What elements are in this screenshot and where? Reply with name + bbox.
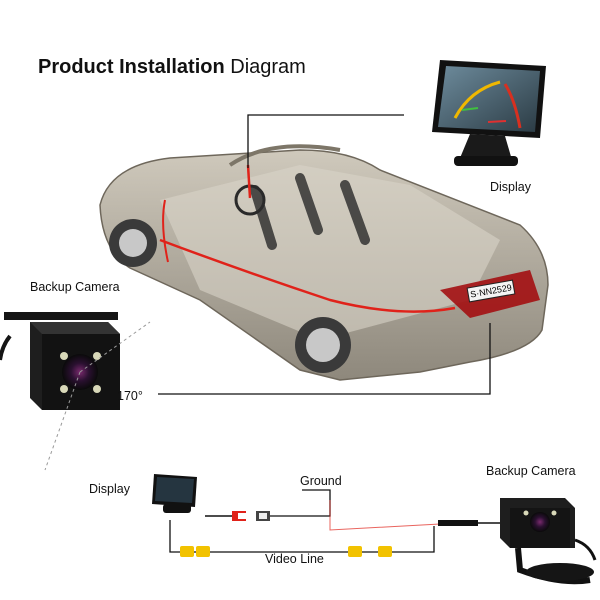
label-display-top: Display <box>490 180 531 194</box>
backup-camera-left <box>0 312 151 471</box>
title-normal: Diagram <box>230 56 306 78</box>
car-cutaway: S·NN2529 <box>99 144 549 381</box>
label-ground: Ground <box>300 474 342 488</box>
backup-camera-bottom <box>500 498 597 585</box>
label-display-bottom: Display <box>89 482 130 496</box>
page-title: Product Installation Diagram <box>38 56 306 79</box>
label-angle: 170° <box>117 389 143 403</box>
label-backup-camera-left: Backup Camera <box>30 280 120 294</box>
label-backup-camera-bottom: Backup Camera <box>486 464 576 478</box>
label-video-line: Video Line <box>265 552 324 566</box>
title-bold: Product Installation <box>38 56 225 78</box>
wiring-diagram <box>152 474 500 557</box>
display-monitor-top <box>432 60 546 166</box>
